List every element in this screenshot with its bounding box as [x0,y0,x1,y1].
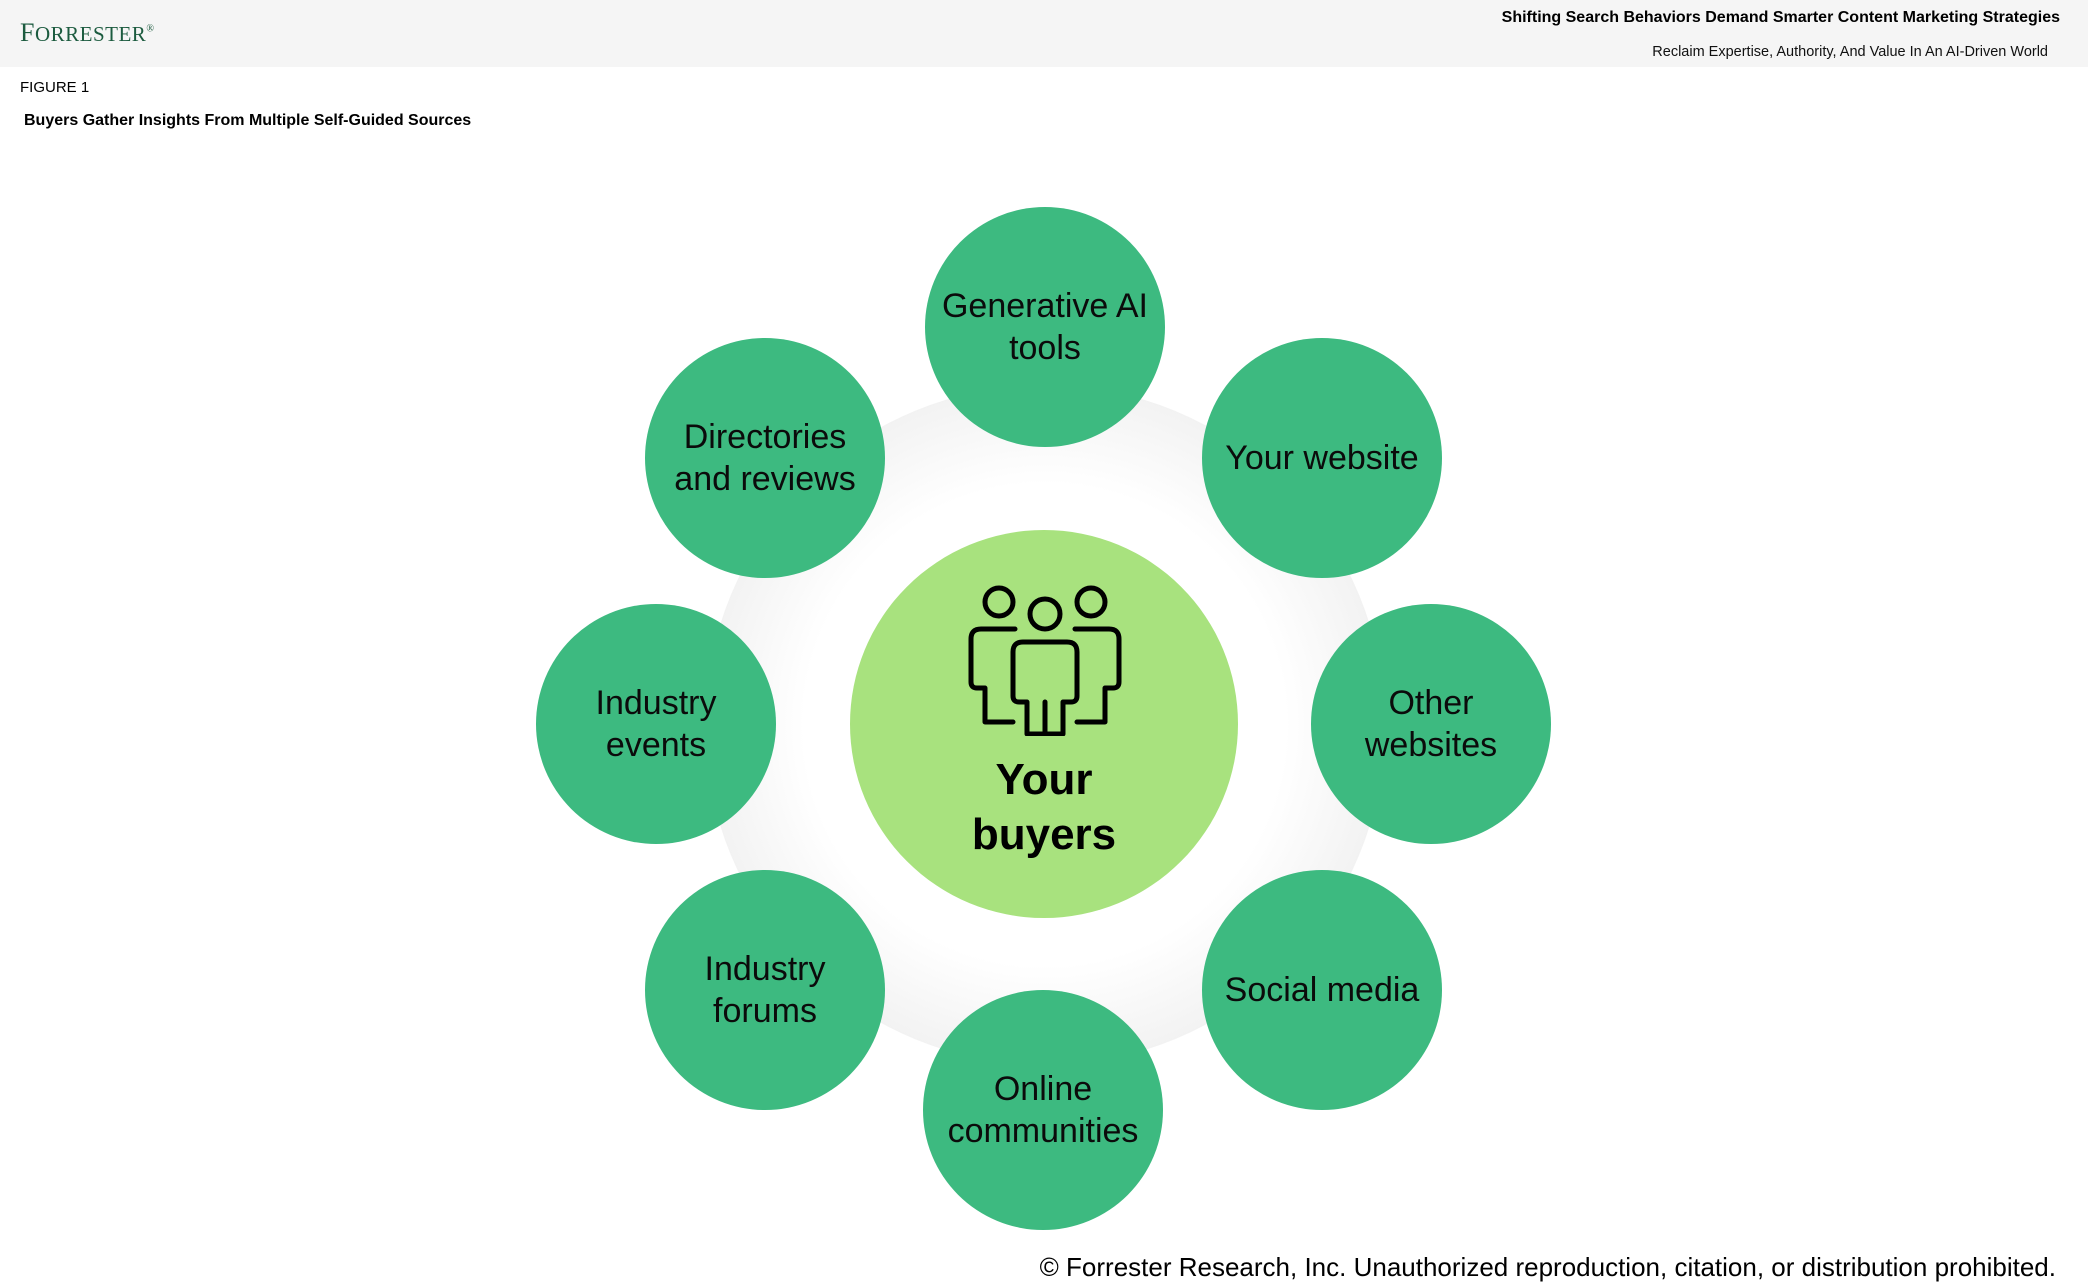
source-node-generative-ai: Generative AI tools [925,207,1165,447]
people-group-icon [968,585,1122,736]
copyright-notice: © Forrester Research, Inc. Unauthorized … [1039,1252,2056,1282]
forrester-logo: FORRESTER® [20,18,155,47]
source-node-industry-forums: Industry forums [645,870,885,1110]
source-label: Online communities [947,1070,1139,1150]
source-label: Generative AI tools [941,287,1148,367]
source-node-industry-events: Industry events [536,604,776,844]
source-label: Directories and reviews [674,418,856,498]
source-label: Social media [1224,971,1420,1009]
figure-title: Buyers Gather Insights From Multiple Sel… [24,112,472,129]
source-node-other-websites: Other websites [1311,604,1551,844]
source-label: Other websites [1364,684,1498,764]
source-label: Your website [1225,439,1419,477]
source-node-online-communities: Online communities [923,990,1163,1230]
source-label: Industry events [595,684,717,764]
center-label-line2: buyers [971,810,1117,859]
report-header: FORRESTER® Shifting Search Behaviors Dem… [0,0,2088,67]
report-subtitle: Reclaim Expertise, Authority, And Value … [1652,44,2048,60]
figure-label: FIGURE 1 [20,79,90,96]
center-node-your-buyers: Your buyers [850,530,1238,918]
center-label-line1: Your [995,755,1093,804]
source-node-your-website: Your website [1202,338,1442,578]
source-node-social-media: Social media [1202,870,1442,1110]
center-label: Your buyers [850,752,1238,862]
report-title: Shifting Search Behaviors Demand Smarter… [1501,9,2060,26]
source-label: Industry forums [704,950,826,1030]
source-node-directories-reviews: Directories and reviews [645,338,885,578]
